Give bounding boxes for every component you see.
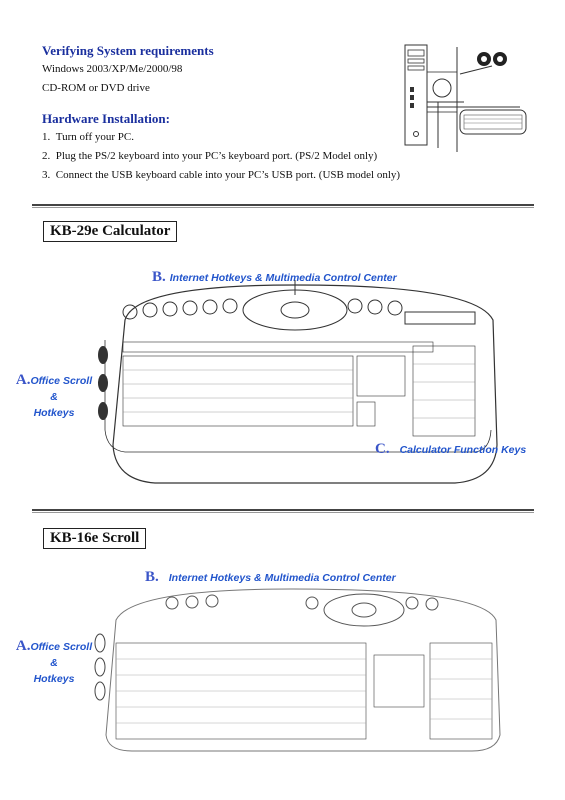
step-item: 2. Plug the PS/2 keyboard into your PC’s… — [42, 150, 378, 162]
model-title-kb29e: KB-29e Calculator — [43, 221, 178, 242]
callout-b-kb16e: B. Internet Hotkeys & Multimedia Control… — [145, 569, 396, 585]
callout-a-kb16e: A.Office Scroll & Hotkeys — [15, 638, 93, 685]
step-item: 3. Connect the USB keyboard cable into y… — [42, 169, 401, 181]
model-title-kb16e: KB-16e Scroll — [43, 528, 147, 549]
callout-c-kb29e: C. Calculator Function Keys — [375, 441, 527, 457]
pc-connection-illustration — [404, 44, 527, 152]
sysreq-line-os: Windows 2003/XP/Me/2000/98 — [42, 63, 183, 75]
callout-b-kb29e: B. Internet Hotkeys & Multimedia Control… — [152, 269, 397, 285]
hardware-title: Hardware Installation: — [42, 111, 170, 126]
step-item: 1. Turn off your PC. — [42, 131, 134, 143]
section-divider — [32, 204, 534, 208]
callout-a-kb29e: A.Office Scroll & Hotkeys — [15, 372, 93, 419]
sysreq-title: Verifying System requirements — [42, 43, 214, 58]
section-divider — [32, 509, 534, 513]
keyboard-kb16e-illustration — [94, 588, 501, 752]
hardware-steps: 1. Turn off your PC. 2. Plug the PS/2 ke… — [42, 128, 400, 185]
keyboard-kb29e-illustration — [98, 280, 498, 484]
sysreq-line-drive: CD-ROM or DVD drive — [42, 82, 150, 94]
